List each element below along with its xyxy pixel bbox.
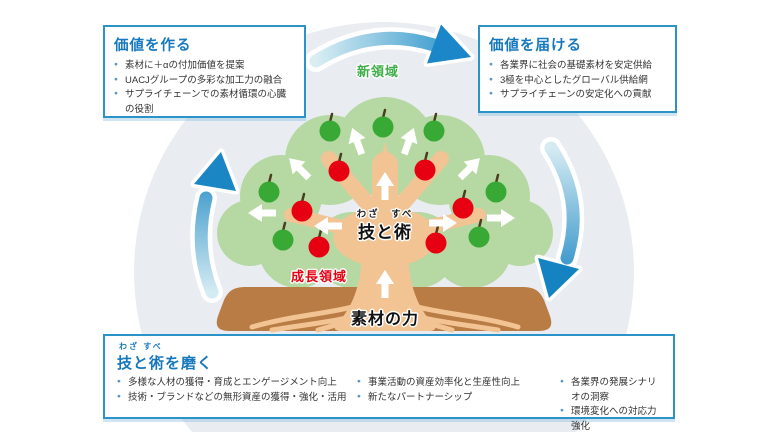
trunk-ruby-label: わざ すべ [356,209,414,220]
cycle-arrow-left-icon [190,148,240,303]
bullet-item: 新たなパートナーシップ [357,391,560,406]
create-value-title: 価値を作る [114,38,192,54]
create-value-list: 素材に＋αの付加価値を提案 UACJグループの多彩な加工力の融合 サプライチェー… [114,59,295,118]
polish-skills-box: わざ すべ 技と術を磨く 多様な人材の獲得・育成とエンゲージメント向上 技術・ブ… [103,334,675,432]
polish-column-1: 多様な人材の獲得・育成とエンゲージメント向上 技術・ブランドなどの無形資産の獲得… [117,376,357,432]
bullet-item: 各業界の発展シナリオの洞察 [560,376,661,405]
deliver-value-box: 価値を届ける 各業界に社会の基礎素材を安定供給 3極を中心としたグローバル供給網… [478,25,677,113]
bullet-item: UACJグループの多彩な加工力の融合 [114,74,295,89]
deliver-value-title: 価値を届ける [489,38,582,54]
bullet-item: サプライチェーンの安定化への貢献 [489,88,666,103]
polish-skills-title: 技と術を磨く [117,355,214,372]
cycle-arrow-top-icon [305,21,475,72]
tree-roots [249,295,521,333]
bullet-item: 技術・ブランドなどの無形資産の獲得・強化・活用 [117,391,357,406]
create-value-box: 価値を作る 素材に＋αの付加価値を提案 UACJグループの多彩な加工力の融合 サ… [103,25,306,118]
new-area-label: 新領域 [356,64,399,79]
bullet-item: 多様な人材の獲得・育成とエンゲージメント向上 [117,376,357,391]
trunk-label: 技と術 [358,223,412,242]
ground-label: 素材の力 [350,311,419,328]
bullet-item: 3極を中心としたグローバル供給網 [489,74,666,89]
bullet-item: サプライチェーンでの素材循環の心臓の役割 [114,88,295,117]
growth-area-label: 成長領域 [290,269,347,284]
cycle-arrow-right-icon [534,137,585,302]
polish-skills-ruby: わざ すべ [119,342,163,351]
polish-column-2: 事業活動の資産効率化と生産性向上 新たなパートナーシップ [357,376,560,432]
deliver-value-list: 各業界に社会の基礎素材を安定供給 3極を中心としたグローバル供給網 サプライチェ… [489,59,666,103]
polish-column-3: 各業界の発展シナリオの洞察 環境変化への対応力強化 [560,376,661,432]
bullet-item: 各業界に社会の基礎素材を安定供給 [489,59,666,74]
bullet-item: 事業活動の資産効率化と生産性向上 [357,376,560,391]
bullet-item: 素材に＋αの付加価値を提案 [114,59,295,74]
bullet-item: 環境変化への対応力強化 [560,405,661,432]
polish-skills-columns: 多様な人材の獲得・育成とエンゲージメント向上 技術・ブランドなどの無形資産の獲得… [117,376,661,432]
